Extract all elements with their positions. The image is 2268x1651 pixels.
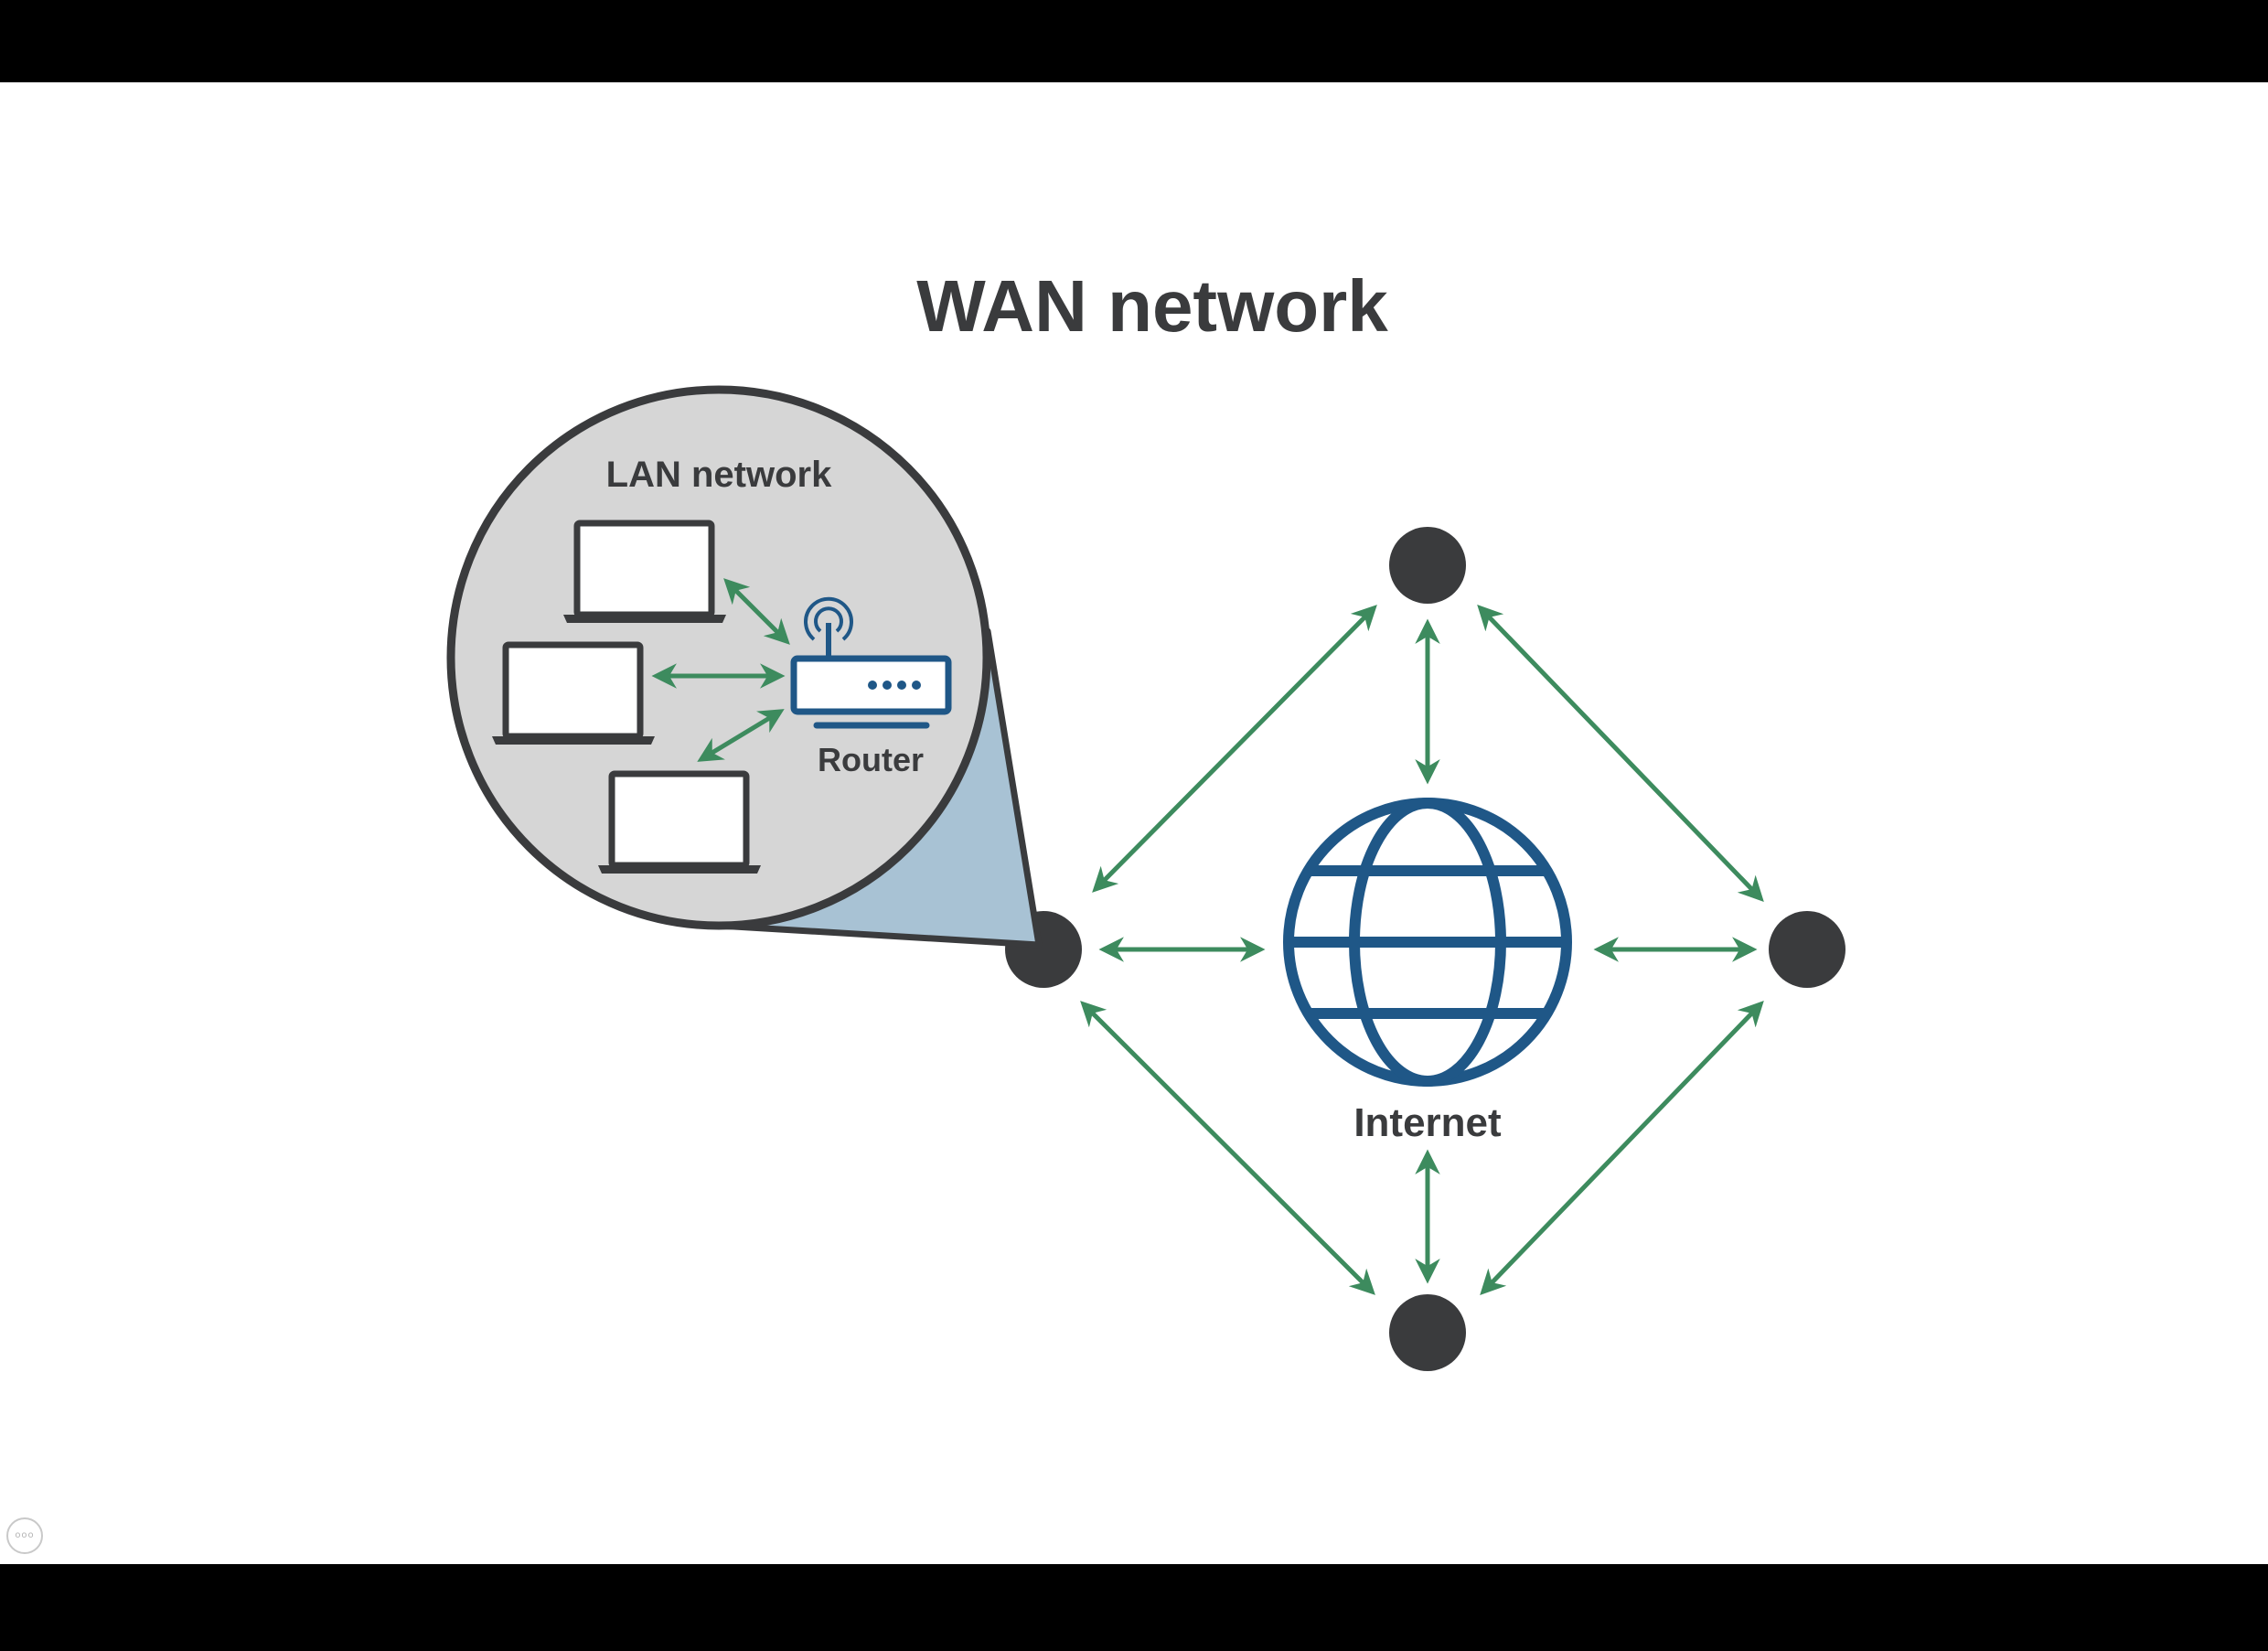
wan-node-top: [1389, 527, 1466, 604]
globe-icon: [1283, 798, 1572, 1087]
top-letterbox: [0, 0, 2268, 82]
connection-laptop3-router: [697, 709, 785, 762]
bottom-letterbox: [0, 1564, 2268, 1646]
laptop-icon: [492, 641, 655, 745]
connection-bottom-left: [1080, 1001, 1375, 1295]
internet-label: Internet: [1353, 1100, 1502, 1145]
connection-left-top: [1092, 605, 1377, 893]
wan-node-right: [1769, 911, 1845, 988]
lan-label: LAN network: [606, 455, 832, 495]
laptop-icon: [563, 520, 726, 623]
slide-title: WAN network: [916, 265, 1388, 347]
router-label: Router: [818, 741, 924, 778]
wan-connections: [1080, 605, 1764, 1295]
connection-right-bottom: [1480, 1001, 1764, 1295]
wan-node-bottom: [1389, 1294, 1466, 1371]
slide-options-button[interactable]: ooo: [6, 1517, 43, 1554]
lan-connections: [651, 578, 790, 762]
connection-top-right: [1477, 605, 1764, 902]
lan-bubble: LAN network: [446, 385, 991, 930]
router-icon: [790, 596, 952, 729]
ellipsis-icon: ooo: [15, 1530, 35, 1540]
laptop-icon: [598, 770, 761, 874]
connection-laptop1-router: [723, 578, 790, 645]
